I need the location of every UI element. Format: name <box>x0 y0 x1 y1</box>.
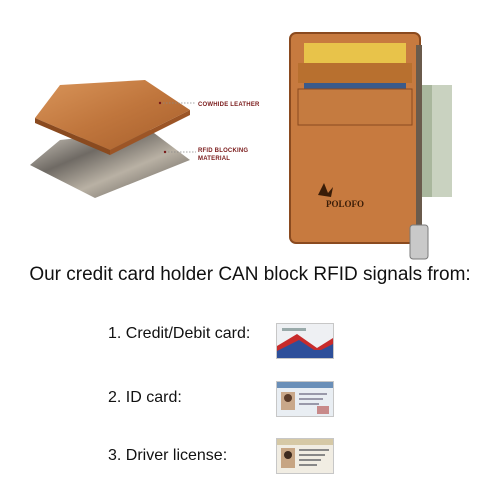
rfid-callout-label-line2: MATERIAL <box>198 156 230 162</box>
card-holder-illustration: POLOFO <box>289 32 452 260</box>
driver-license-icon <box>276 438 334 474</box>
list-item-label-credit-card: 1. Credit/Debit card: <box>108 325 251 342</box>
list-item-label-id-card: 2. ID card: <box>108 389 182 406</box>
material-layers-diagram: COWHIDE LEATHER RFID BLOCKING MATERIAL <box>0 0 270 240</box>
credit-card-icon <box>276 323 334 359</box>
rfid-material-layer <box>30 130 190 198</box>
wallet-image: POLOFO <box>280 25 490 265</box>
material-layers-illustration: COWHIDE LEATHER RFID BLOCKING MATERIAL <box>30 80 260 198</box>
brand-logo: POLOFO <box>326 199 364 209</box>
leather-callout-label: COWHIDE LEATHER <box>198 102 260 108</box>
list-item-label-driver-license: 3. Driver license: <box>108 447 228 464</box>
cowhide-leather-layer <box>35 80 190 150</box>
headline: Our credit card holder CAN block RFID si… <box>29 264 471 285</box>
rfid-callout-label-line1: RFID BLOCKING <box>198 148 248 154</box>
id-card-icon <box>276 381 334 417</box>
